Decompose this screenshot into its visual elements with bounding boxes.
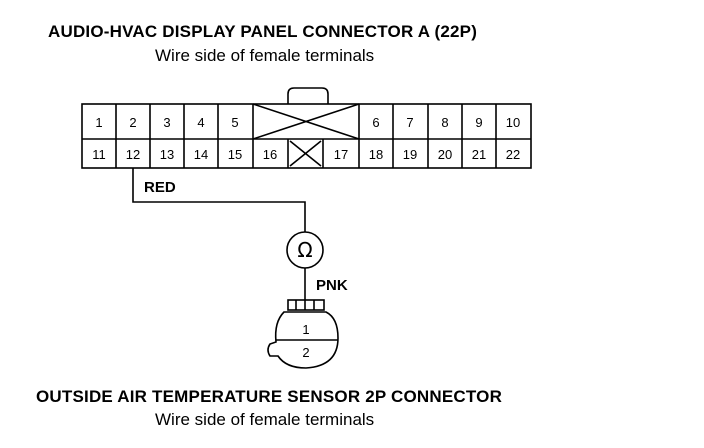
connector-a-subtitle: Wire side of female terminals [155, 46, 375, 65]
pin-label: 1 [95, 115, 102, 130]
red-wire [132, 168, 306, 232]
pin-label: 3 [163, 115, 170, 130]
red-wire-label: RED [144, 179, 176, 196]
pin-label: 7 [406, 115, 413, 130]
pin-label: 8 [441, 115, 448, 130]
pin-label: 11 [92, 147, 106, 162]
sensor-pin-label: 2 [302, 345, 309, 360]
connector-a-row1-labels: 1 2 3 4 5 6 7 8 9 10 [95, 115, 520, 130]
pin-label: 22 [506, 147, 520, 162]
pin-label: 9 [475, 115, 482, 130]
pin-label: 19 [403, 147, 417, 162]
pin-label: 18 [369, 147, 383, 162]
connector-a-row2-labels: 11 12 13 14 15 16 17 18 19 20 21 22 [92, 147, 520, 162]
pin-label: 13 [160, 147, 174, 162]
sensor-title: OUTSIDE AIR TEMPERATURE SENSOR 2P CONNEC… [36, 387, 503, 406]
pnk-wire-label: PNK [316, 277, 348, 294]
connector-a-title: AUDIO-HVAC DISPLAY PANEL CONNECTOR A (22… [48, 22, 478, 41]
pin-label: 16 [263, 147, 277, 162]
connector-a-body [81, 103, 532, 169]
pin-label: 20 [438, 147, 452, 162]
pin-label: 6 [372, 115, 379, 130]
sensor-subtitle: Wire side of female terminals [155, 410, 375, 429]
ohm-symbol: Ω [297, 238, 312, 262]
pin-label: 15 [228, 147, 242, 162]
pin-label: 10 [506, 115, 520, 130]
pin-label: 4 [197, 115, 204, 130]
pin-label: 12 [126, 147, 140, 162]
sensor-latch [287, 299, 325, 311]
pin-label: 5 [231, 115, 238, 130]
sensor-body [267, 311, 339, 369]
pin-label: 21 [472, 147, 486, 162]
pin-label: 14 [194, 147, 208, 162]
sensor-pin-label: 1 [302, 322, 309, 337]
pin-label: 2 [129, 115, 136, 130]
connector-a-latch [287, 87, 329, 104]
pin-label: 17 [334, 147, 348, 162]
